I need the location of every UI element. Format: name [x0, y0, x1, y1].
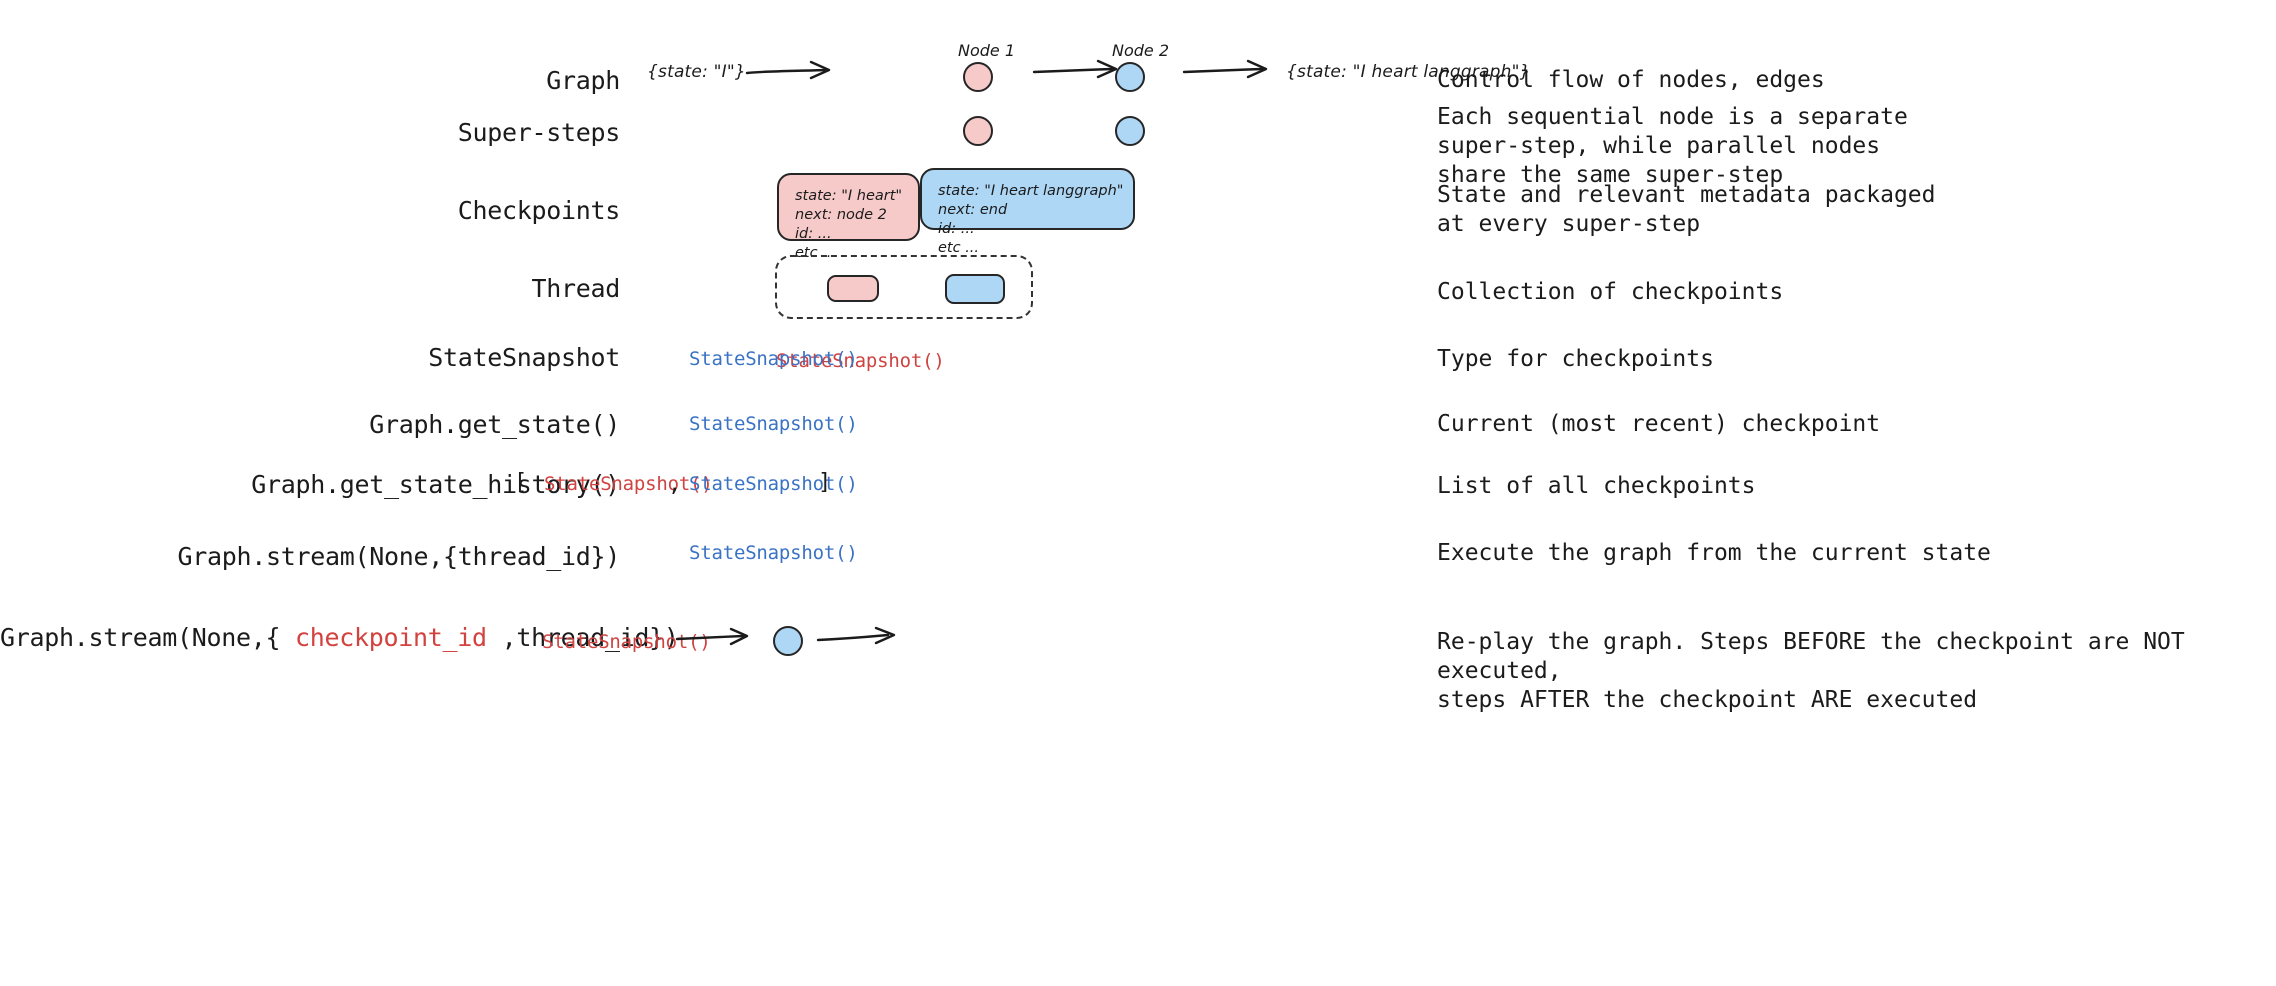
thread-chip-blue [945, 274, 1005, 304]
checkpoint-card-pink: state: "I heart" next: node 2 id: ... et… [777, 173, 920, 261]
checkpoint-card-blue: state: "I heart langgraph" next: end id:… [920, 168, 1135, 256]
row-label-get-state-history: Graph.get_state_history() [251, 470, 620, 499]
replay-node-circle [773, 626, 803, 656]
row-label-thread: Thread [531, 274, 620, 303]
checkpoint-blue-state: state: "I heart langgraph" [938, 183, 1124, 199]
node-1-circle [963, 62, 993, 92]
checkpoint-pink-state: state: "I heart" [795, 188, 903, 204]
row-description-super-steps: Each sequential node is a separate super… [1437, 104, 1908, 188]
stream-checkpoint-prefix: Graph.stream(None,{ [0, 623, 296, 652]
history-comma: , [668, 472, 682, 497]
node-2-circle [1115, 62, 1145, 92]
snapshot-token-history-2: StateSnapshot() [689, 473, 858, 495]
row-label-graph: Graph [546, 66, 620, 95]
checkpoints-graphic: state: "I heart" next: node 2 id: ... et… [620, 0, 1440, 986]
replay-arrow-2 [816, 626, 896, 645]
super-step-circle-2 [1115, 116, 1145, 146]
row-label-stream-checkpoint: Graph.stream(None,{ checkpoint_id ,threa… [0, 623, 679, 652]
graph-input-state: {state: "I"} [647, 62, 746, 82]
checkpoint-blue-next: next: end [938, 202, 1008, 218]
row-description-stream-checkpoint: Re-play the graph. Steps BEFORE the chec… [1437, 629, 2185, 713]
graph-output-state: {state: "I heart langgraph"} [1286, 62, 1531, 82]
snapshot-token-stream: StateSnapshot() [689, 542, 858, 564]
row-label-state-snapshot: StateSnapshot [428, 343, 620, 372]
snapshot-token-current: StateSnapshot() [689, 413, 858, 435]
get-state-graphic: StateSnapshot() [620, 0, 1440, 986]
history-close-bracket: ] [818, 470, 832, 495]
get-state-history-graphic: [ StateSnapshot() , StateSnapshot() ] [514, 0, 1440, 986]
snapshot-token-history-1: StateSnapshot() [544, 473, 713, 495]
checkpoint-pink-next: next: node 2 [795, 207, 887, 223]
row-description-state-snapshot: Type for checkpoints [1437, 346, 1714, 372]
row-label-get-state: Graph.get_state() [369, 410, 620, 439]
row-description-get-state: Current (most recent) checkpoint [1437, 411, 1881, 437]
row-description-graph: Control flow of nodes, edges [1437, 67, 1825, 93]
replay-arrow-1 [675, 627, 749, 646]
node-2-label: Node 2 [1112, 41, 1170, 60]
super-step-circle-1 [963, 116, 993, 146]
thread-container [775, 255, 1033, 319]
thread-chip-pink [827, 275, 879, 302]
graph-row-graphic: {state: "I"} Node 1 Node 2 {state: "I he… [620, 0, 1530, 986]
stream-checkpoint-graphic: StateSnapshot() [542, 0, 1440, 986]
state-snapshot-graphic: StateSnapshot() StateSnapshot() [620, 0, 1440, 986]
checkpoint-pink-etc: etc ... [795, 245, 837, 261]
row-label-stream-thread: Graph.stream(None,{thread_id}) [177, 542, 620, 571]
history-open-bracket: [ [514, 470, 528, 495]
edge-arrow-1 [745, 60, 831, 80]
row-description-stream-thread: Execute the graph from the current state [1437, 540, 1991, 566]
edge-arrow-3 [1182, 59, 1268, 79]
snapshot-token-pink: StateSnapshot() [776, 350, 945, 372]
stream-thread-graphic: StateSnapshot() [620, 0, 1440, 986]
super-steps-graphic [620, 0, 1440, 986]
row-label-checkpoints: Checkpoints [457, 196, 621, 225]
row-label-super-steps: Super-steps [457, 118, 621, 147]
stream-checkpoint-accent: checkpoint_id [295, 623, 487, 652]
row-description-get-state-history: List of all checkpoints [1437, 473, 1756, 499]
snapshot-token-replay: StateSnapshot() [542, 631, 711, 653]
checkpoint-blue-id: id: ... [938, 221, 975, 237]
thread-graphic [620, 0, 1440, 986]
stream-checkpoint-suffix: ,thread_id}) [486, 623, 679, 652]
snapshot-token-blue: StateSnapshot() [689, 348, 858, 370]
node-1-label: Node 1 [958, 41, 1016, 60]
row-description-thread: Collection of checkpoints [1437, 279, 1784, 305]
row-description-checkpoints: State and relevant metadata packaged at … [1437, 182, 1936, 237]
checkpoint-pink-id: id: ... [795, 226, 832, 242]
checkpoint-blue-etc: etc ... [938, 240, 980, 256]
